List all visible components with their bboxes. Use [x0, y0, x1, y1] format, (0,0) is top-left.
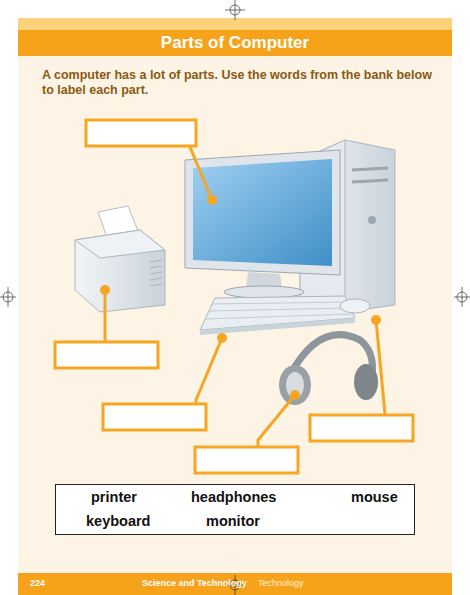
answer-boxes — [55, 120, 413, 473]
footer-band — [18, 573, 452, 595]
footer-topic: Technology — [258, 578, 304, 588]
page-number: 224 — [30, 578, 45, 588]
word-bank-word: monitor — [206, 513, 260, 529]
page-title: Parts of Computer — [0, 33, 470, 53]
word-bank-word: mouse — [351, 489, 398, 505]
leader-lines — [105, 147, 385, 446]
monitor — [185, 150, 340, 298]
word-bank-word: keyboard — [86, 513, 150, 529]
keyboard — [200, 296, 355, 335]
word-bank-word: printer — [91, 489, 137, 505]
printer — [75, 206, 165, 312]
footer-subject: Science and Technology — [142, 578, 247, 588]
word-bank-word: headphones — [191, 489, 276, 505]
instruction-text: A computer has a lot of parts. Use the w… — [42, 68, 432, 98]
page-ground — [18, 18, 452, 578]
mouse — [340, 299, 370, 313]
leader-dots — [100, 195, 381, 400]
word-bank: printer headphones mouse keyboard monitor — [55, 484, 415, 535]
headphones — [279, 335, 378, 405]
